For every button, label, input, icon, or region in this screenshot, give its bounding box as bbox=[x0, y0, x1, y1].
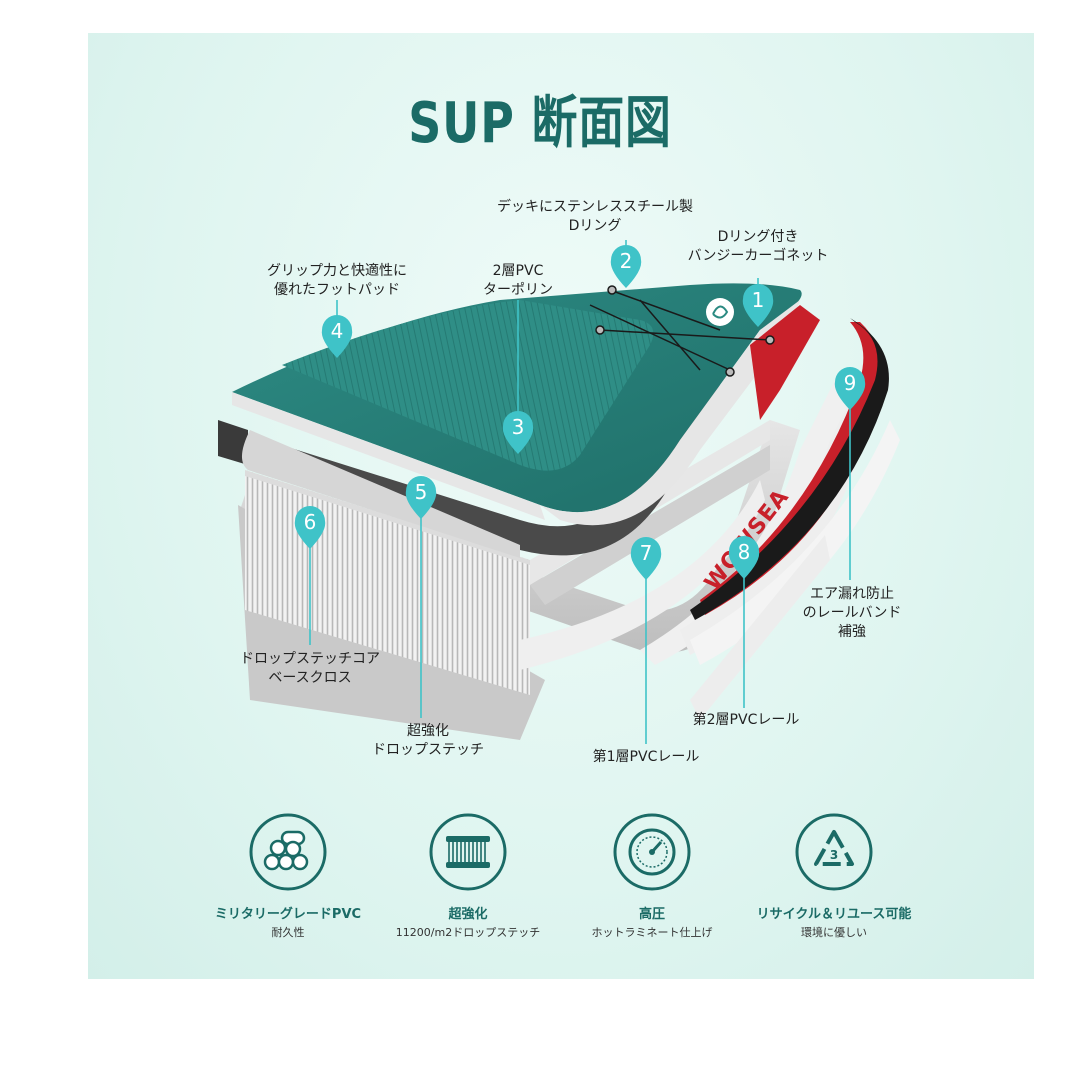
callout-pin-1: 1 bbox=[742, 284, 774, 327]
feature-title-4: リサイクル＆リユース可能 bbox=[756, 907, 912, 922]
callout-number-6: 6 bbox=[304, 510, 317, 534]
feature-sub-1: 耐久性 bbox=[271, 926, 305, 939]
rail-layer-1 bbox=[640, 380, 855, 665]
callout-pin-3: 3 bbox=[502, 411, 534, 454]
feature-title-3: 高圧 bbox=[638, 907, 666, 922]
callout-number-2: 2 bbox=[620, 249, 633, 273]
callout-label-6: ドロップステッチコアベースクロス bbox=[240, 651, 380, 686]
callout-label-8: 第2層PVCレール bbox=[692, 712, 800, 728]
page-title: SUP 断面図 bbox=[408, 91, 672, 156]
callout-label-5: 超強化ドロップステッチ bbox=[372, 723, 484, 758]
dark-middle-layer bbox=[218, 375, 720, 558]
bungee-net bbox=[589, 285, 775, 377]
callout-label-9: エア漏れ防止のレールバンド補強 bbox=[802, 586, 902, 640]
callout-number-8: 8 bbox=[738, 540, 751, 564]
callout-pin-5: 5 bbox=[405, 476, 437, 519]
rail-brand-strip bbox=[690, 535, 830, 720]
recycle-icon: 3 bbox=[794, 812, 874, 892]
callout-pin-2: 2 bbox=[610, 245, 642, 288]
foot-pad bbox=[282, 300, 654, 471]
feature-sub-2: 11200/m2ドロップステッチ bbox=[395, 926, 541, 939]
rail-band bbox=[690, 318, 900, 665]
callout-pin-9: 9 bbox=[834, 367, 866, 410]
logo-mark-swirl bbox=[712, 305, 729, 319]
callout-label-1: Dリング付きバンジーカーゴネット bbox=[687, 229, 829, 264]
callout-label-7: 第1層PVCレール bbox=[592, 749, 700, 765]
feature-sub-3: ホットラミネート仕上げ bbox=[591, 926, 713, 939]
callout-number-1: 1 bbox=[752, 288, 765, 312]
callout-pin-7: 7 bbox=[630, 537, 662, 580]
stitch-icon bbox=[428, 812, 508, 892]
svg-text:3: 3 bbox=[830, 848, 838, 862]
feature-title-1: ミリタリーグレードPVC bbox=[214, 907, 362, 922]
callout-number-4: 4 bbox=[331, 319, 344, 343]
callout-pin-6: 6 bbox=[294, 506, 326, 549]
pipes-icon bbox=[248, 812, 328, 892]
callout-number-5: 5 bbox=[415, 480, 428, 504]
pressure-gauge-icon bbox=[612, 812, 692, 892]
feature-title-2: 超強化 bbox=[448, 907, 488, 922]
callout-pin-8: 8 bbox=[728, 536, 760, 579]
callout-number-3: 3 bbox=[512, 415, 525, 439]
callout-number-7: 7 bbox=[640, 541, 653, 565]
callout-number-9: 9 bbox=[844, 371, 857, 395]
logo-mark bbox=[706, 298, 734, 326]
callout-label-4: グリップ力と快適性に優れたフットパッド bbox=[267, 263, 407, 298]
feature-sub-4: 環境に優しい bbox=[801, 926, 867, 939]
callout-pin-4: 4 bbox=[321, 315, 353, 358]
